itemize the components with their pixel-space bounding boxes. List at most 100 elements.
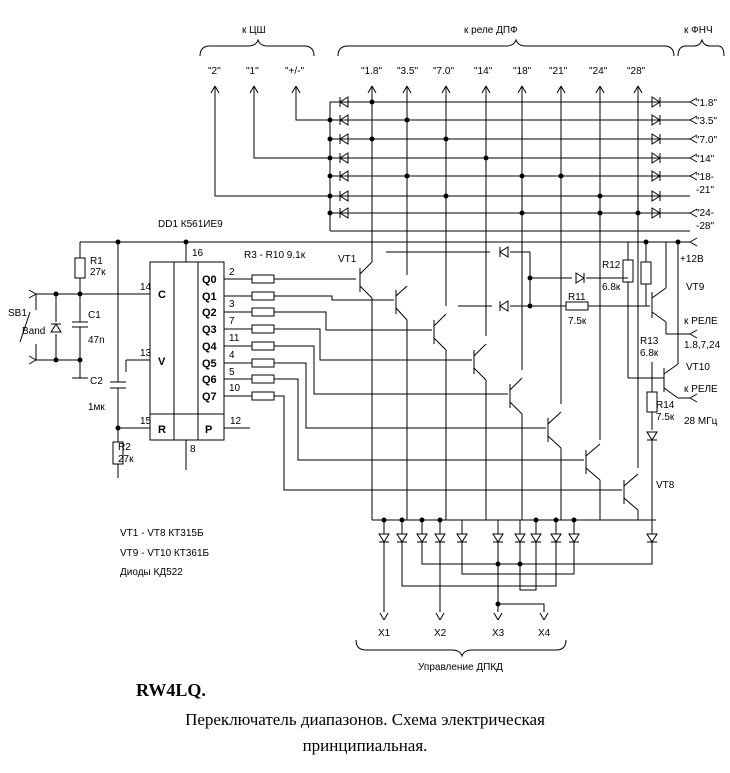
svg-text:"21": "21"	[549, 66, 568, 77]
svg-text:"14": "14"	[696, 154, 715, 165]
svg-text:13: 13	[140, 348, 152, 359]
svg-text:Band: Band	[22, 326, 45, 337]
svg-text:10: 10	[229, 383, 241, 394]
svg-text:"24": "24"	[589, 66, 608, 77]
svg-text:R11: R11	[568, 292, 586, 303]
svg-text:"24-: "24-	[696, 208, 714, 219]
cs-pin-pm: "+/-"	[285, 66, 304, 77]
svg-text:R2: R2	[118, 442, 131, 453]
svg-text:Q3: Q3	[202, 324, 217, 336]
svg-text:3: 3	[229, 299, 235, 310]
relay-pin-labels: "1.8" "3.5" "7.0" "14" "18" "21" "24" "2…	[361, 66, 646, 77]
group-fnch-label: к ФНЧ	[684, 25, 713, 36]
svg-text:7: 7	[229, 316, 235, 327]
svg-text:6.8к: 6.8к	[602, 282, 621, 293]
matrix-dots	[327, 99, 641, 216]
svg-text:5: 5	[229, 367, 235, 378]
brace-relay	[337, 38, 675, 57]
svg-text:X4: X4	[538, 628, 551, 639]
resistor-r11	[565, 301, 589, 311]
fnch-pin-labels: "1.8" "3.5" "7.0" "14" "18- -21" "24- -2…	[696, 98, 717, 232]
svg-text:C1: C1	[88, 310, 101, 321]
svg-text:27к: 27к	[118, 454, 134, 465]
svg-text:Q6: Q6	[202, 374, 217, 386]
svg-text:27к: 27к	[90, 267, 106, 278]
cs-pin-2: "2"	[208, 66, 221, 77]
brace-fnch	[677, 38, 725, 57]
svg-text:Q2: Q2	[202, 307, 217, 319]
svg-text:"3.5": "3.5"	[397, 66, 418, 77]
ic-output-pins: 2 3 7 11 4 5 10	[229, 267, 241, 394]
r3r10-label: R3 - R10 9.1к	[244, 250, 306, 261]
svg-text:SB1: SB1	[8, 308, 27, 319]
svg-text:Q5: Q5	[202, 358, 217, 370]
vt1-label: VT1	[338, 254, 357, 265]
bottom-diodes	[378, 520, 658, 543]
svg-text:28 МГц: 28 МГц	[684, 416, 718, 427]
svg-text:2: 2	[229, 267, 235, 278]
brace-dpkd	[355, 639, 567, 658]
author: RW4LQ.	[136, 680, 206, 700]
svg-text:-28": -28"	[696, 221, 714, 232]
title-line-2: принципиальная.	[302, 736, 428, 755]
ic-body	[149, 261, 225, 441]
transistors-vt1-vt8	[359, 252, 639, 511]
svg-text:"7.0": "7.0"	[696, 135, 717, 146]
svg-text:Q1: Q1	[202, 291, 217, 303]
cs-pin-1: "1"	[246, 66, 259, 77]
svg-text:47n: 47n	[88, 335, 105, 346]
group-cs-label: к ЦШ	[242, 25, 266, 36]
ic-outputs: Q0 Q1 Q2 Q3 Q4 Q5 Q6 Q7	[202, 274, 218, 403]
parts-vt9-vt10: VT9 - VT10 КТ361Б	[120, 548, 210, 559]
svg-text:"18-: "18-	[696, 172, 714, 183]
svg-text:15: 15	[140, 416, 152, 427]
parts-diodes: Диоды КД522	[120, 567, 183, 578]
svg-text:X3: X3	[492, 628, 505, 639]
svg-text:-21": -21"	[696, 185, 714, 196]
resistor-r1	[74, 257, 86, 279]
svg-text:8: 8	[190, 444, 196, 455]
brace-cs	[199, 38, 315, 57]
svg-text:Q7: Q7	[202, 391, 217, 403]
svg-text:Q0: Q0	[202, 274, 217, 286]
svg-text:7.5к: 7.5к	[656, 412, 675, 423]
title-line-1: Переключатель диапазонов. Схема электрич…	[185, 710, 545, 729]
svg-text:4: 4	[229, 350, 235, 361]
svg-text:12: 12	[230, 416, 242, 427]
svg-text:"18": "18"	[513, 66, 532, 77]
svg-text:"1.8": "1.8"	[361, 66, 382, 77]
svg-text:P: P	[205, 424, 212, 436]
svg-text:X1: X1	[378, 628, 391, 639]
svg-text:"3.5": "3.5"	[696, 116, 717, 127]
svg-text:"7.0": "7.0"	[433, 66, 454, 77]
switch-sb1	[19, 311, 31, 343]
vt9-label: VT9	[686, 282, 705, 293]
schematic: к ЦШ к реле ДПФ к ФНЧ "2" "1" "+/-" "1.8…	[8, 25, 725, 673]
svg-text:к РЕЛЕ: к РЕЛЕ	[684, 384, 718, 395]
svg-text:11: 11	[229, 333, 240, 344]
group-relay-label: к реле ДПФ	[464, 25, 518, 36]
svg-text:6.8к: 6.8к	[640, 348, 659, 359]
svg-text:V: V	[158, 356, 166, 368]
svg-text:к РЕЛЕ: к РЕЛЕ	[684, 316, 718, 327]
svg-text:R13: R13	[640, 336, 659, 347]
svg-text:C2: C2	[90, 376, 103, 387]
plus12-label: +12В	[680, 254, 704, 265]
svg-text:"1.8": "1.8"	[696, 98, 717, 109]
svg-text:X2: X2	[434, 628, 447, 639]
svg-text:1мк: 1мк	[88, 402, 105, 413]
svg-text:"14": "14"	[474, 66, 493, 77]
matrix-rows	[329, 101, 690, 232]
vt8-label: VT8	[656, 480, 675, 491]
svg-text:R: R	[158, 424, 166, 436]
svg-text:1.8,7,24: 1.8,7,24	[684, 340, 721, 351]
relay-verticals	[371, 86, 639, 468]
svg-text:14: 14	[140, 282, 152, 293]
parts-vt1-vt8: VT1 - VT8 КТ315Б	[120, 528, 204, 539]
resistor-r13	[640, 261, 652, 285]
x-labels: X1 X2 X3 X4	[378, 628, 551, 639]
svg-text:R1: R1	[90, 256, 103, 267]
svg-text:Q4: Q4	[202, 341, 218, 353]
dpkd-label: Управление ДПКД	[418, 662, 503, 673]
svg-text:7.5к: 7.5к	[568, 316, 587, 327]
